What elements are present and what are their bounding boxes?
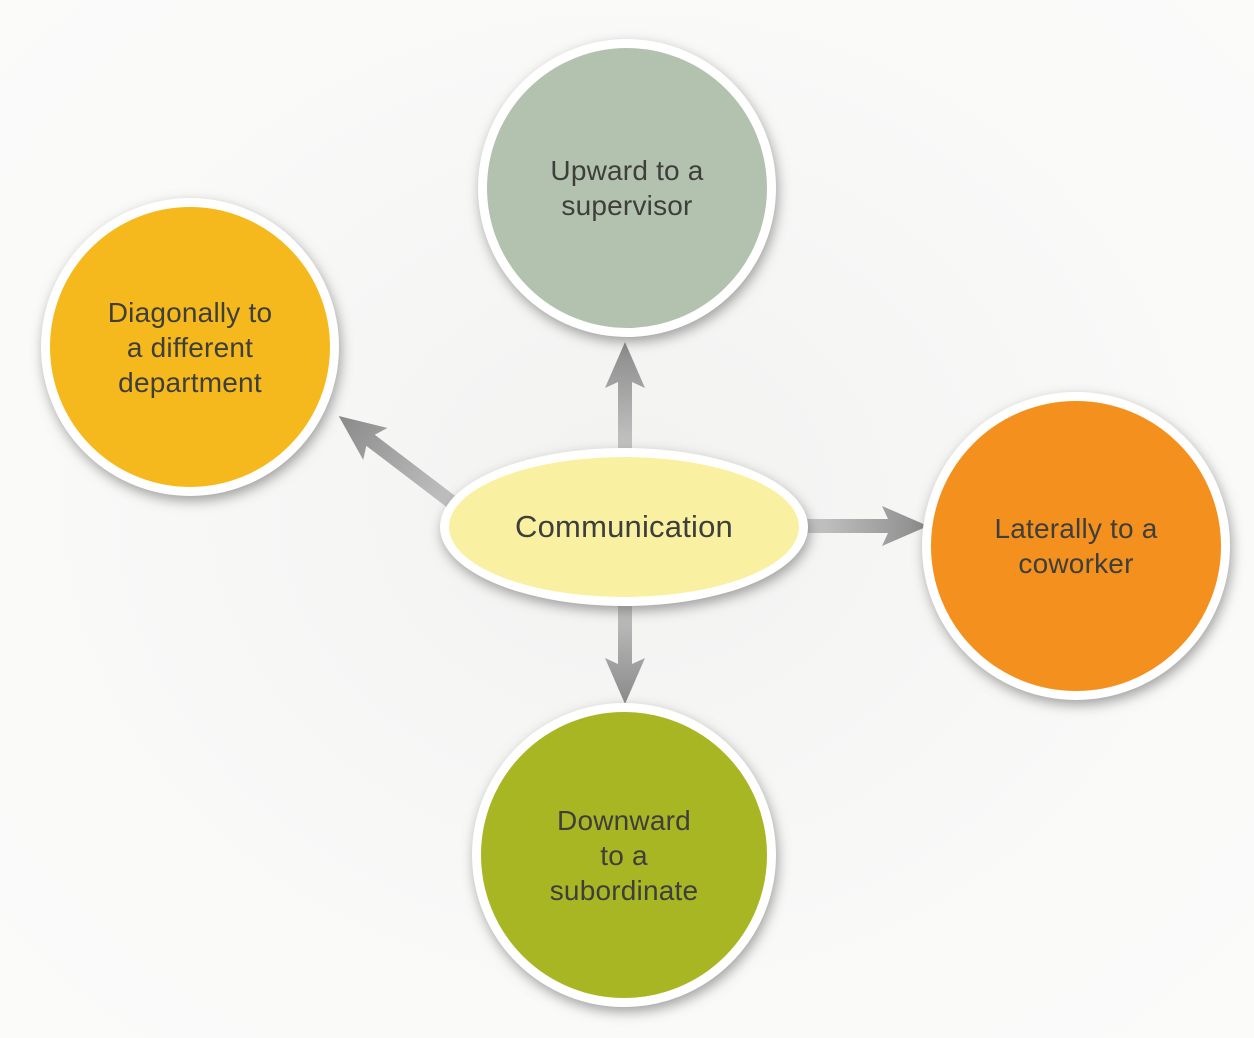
node-upward-supervisor: Upward to a supervisor [478,39,776,337]
node-upward-supervisor-label: Upward to a supervisor [550,155,704,221]
node-communication-center-label: Communication [515,508,733,544]
node-downward-subordinate-label: Downward to a subordinate [549,804,699,906]
node-lateral-coworker-label: Laterally to a coworker [994,513,1158,579]
down-arrow-icon [605,594,645,704]
node-communication-center: Communication [440,448,808,606]
right-arrow-icon [804,506,928,546]
node-lateral-coworker: Laterally to a coworker [922,392,1230,700]
up-arrow-icon [605,342,645,457]
node-downward-subordinate: Downward to a subordinate [472,703,776,1007]
diagonal-arrow-icon [338,416,471,519]
node-diagonal-department: Diagonally to a different department [41,198,339,496]
node-diagonal-department-label: Diagonally to a different department [107,296,273,398]
